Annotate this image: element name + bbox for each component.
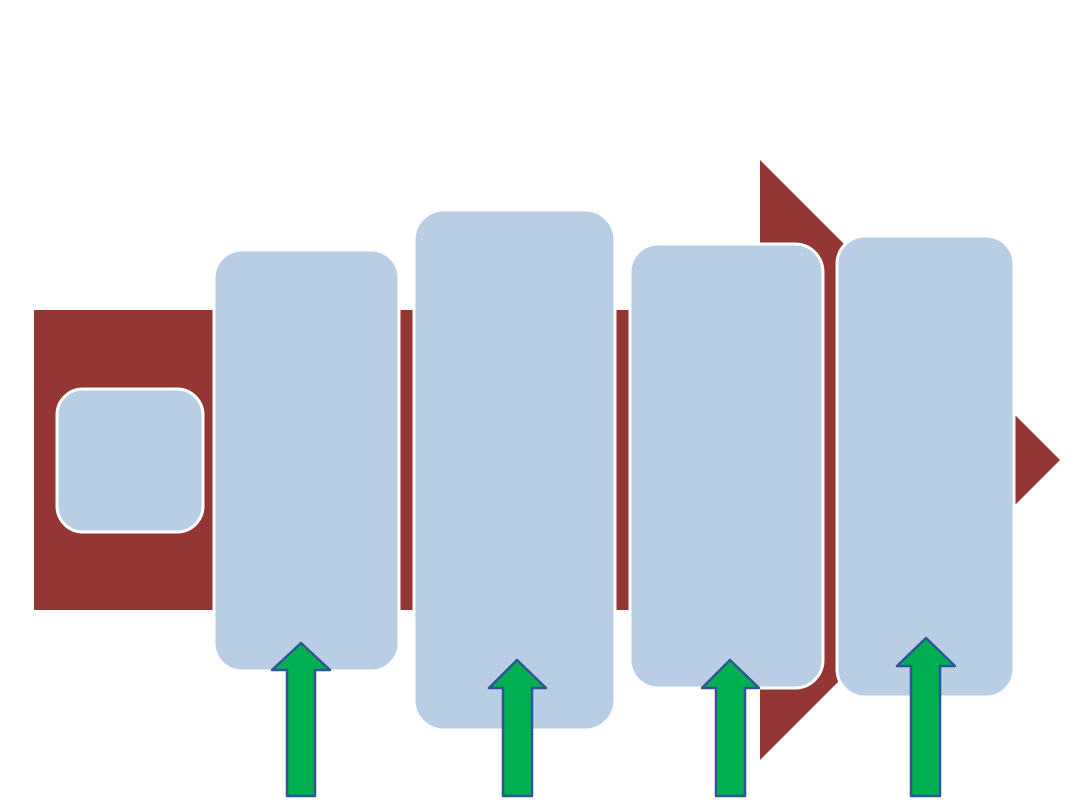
stage-box-5 bbox=[835, 234, 1016, 699]
stage-box-3 bbox=[412, 208, 617, 732]
up-arrow-icon bbox=[270, 641, 332, 798]
stage-box-4 bbox=[628, 242, 825, 690]
stage-box-1 bbox=[55, 387, 205, 534]
up-arrow-icon bbox=[700, 658, 761, 798]
up-arrow-icon bbox=[895, 636, 957, 798]
stage-box-2 bbox=[212, 248, 401, 673]
up-arrow-icon bbox=[487, 658, 548, 798]
